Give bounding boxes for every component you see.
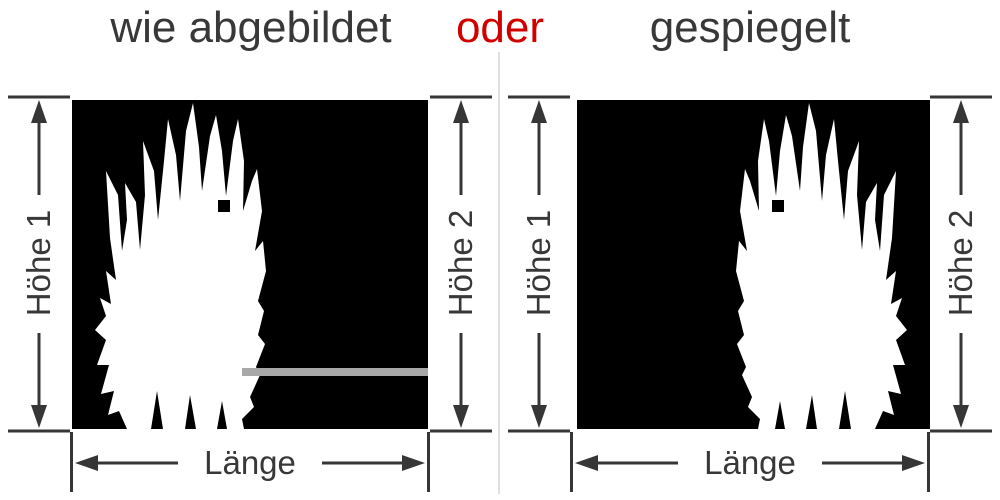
height1-dimension xyxy=(508,95,570,433)
height1-label: Höhe 1 xyxy=(20,209,57,317)
arrowhead-right-icon xyxy=(402,455,425,471)
length-label: Länge xyxy=(704,444,796,481)
arrowhead-down-icon xyxy=(953,405,969,428)
arrowhead-down-icon xyxy=(531,405,547,428)
length-label: Länge xyxy=(204,444,296,481)
title-mirrored: gespiegelt xyxy=(649,3,851,52)
arrowhead-down-icon xyxy=(453,405,469,428)
decal-preview xyxy=(72,100,428,429)
arrowhead-up-icon xyxy=(31,100,47,123)
panel-as-shown: Höhe 1 Höhe 2 xyxy=(8,95,492,492)
arrowhead-right-icon xyxy=(902,455,925,471)
decal-art-mirrored xyxy=(577,100,930,429)
length-dimension xyxy=(570,432,930,492)
panel-divider xyxy=(498,52,500,494)
arrowhead-up-icon xyxy=(531,100,547,123)
height1-label: Höhe 1 xyxy=(520,209,557,317)
throne-decal-silhouette xyxy=(736,103,907,429)
height2-dimension xyxy=(930,95,992,433)
height2-label: Höhe 2 xyxy=(942,209,979,317)
length-dimension xyxy=(70,432,430,492)
arrowhead-left-icon xyxy=(575,455,598,471)
decal-art xyxy=(72,100,428,429)
title-or: oder xyxy=(455,3,545,52)
panel-mirrored: Höhe 1 Höhe 2 xyxy=(500,0,1000,500)
arrowhead-up-icon xyxy=(953,100,969,123)
height2-label: Höhe 2 xyxy=(442,209,479,317)
title-as-shown: wie abgebildet xyxy=(110,3,392,52)
height2-dimension xyxy=(430,95,492,433)
throne-decal-silhouette xyxy=(95,103,266,429)
arrowhead-up-icon xyxy=(453,100,469,123)
decal-preview xyxy=(577,100,930,429)
arrowhead-left-icon xyxy=(75,455,98,471)
arrowhead-down-icon xyxy=(31,405,47,428)
height1-dimension xyxy=(8,95,70,433)
gray-band xyxy=(242,368,428,376)
